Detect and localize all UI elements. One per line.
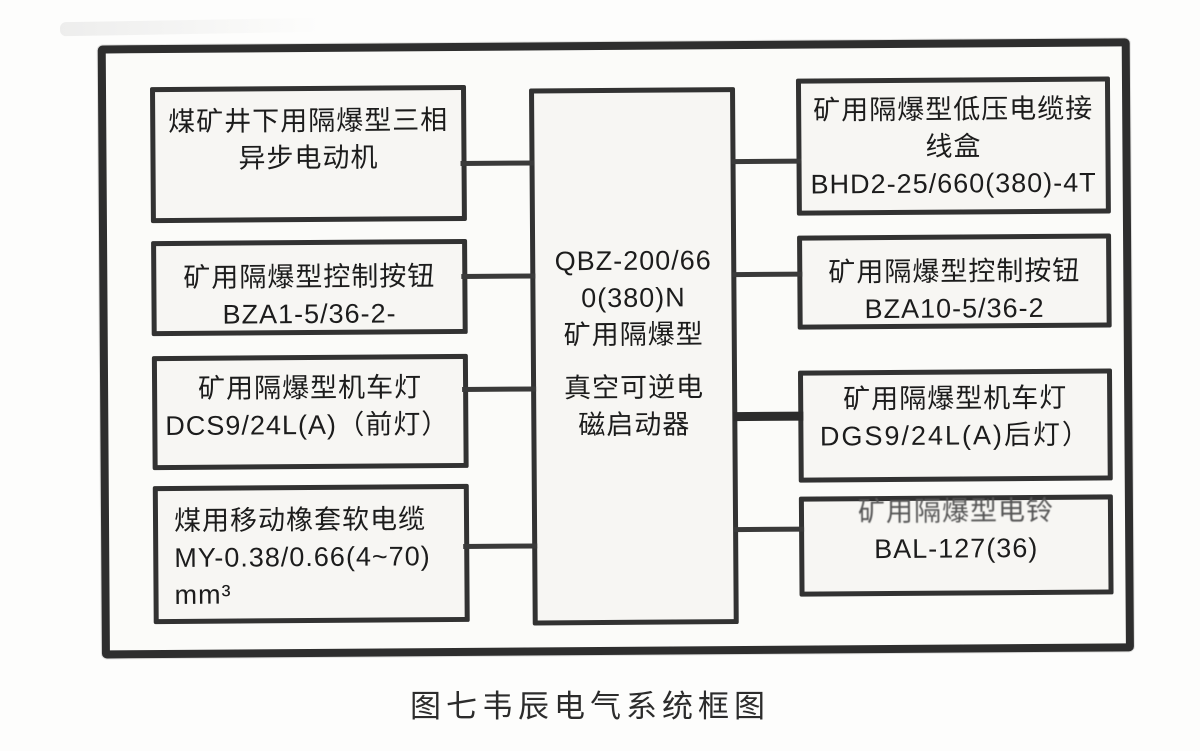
block-motor: 煤矿井下用隔爆型三相 异步电动机 [149, 84, 467, 224]
block-junction-box: 矿用隔爆型低压电缆接 线盒 BHD2-25/660(380)-4T [795, 76, 1111, 216]
block-starter-model2: 0(380)N [581, 282, 686, 314]
block-control-button-right-model: BZA10-5/36-2 [864, 292, 1045, 325]
block-motor-line2: 异步电动机 [238, 142, 379, 174]
block-control-button-right: 矿用隔爆型控制按钮 BZA10-5/36-2 [797, 233, 1112, 330]
block-starter-line5: 磁启动器 [578, 409, 691, 441]
connector-cable-to-starter [463, 543, 538, 549]
block-junction-box-line2: 线盒 [925, 131, 982, 162]
block-junction-box-line1: 矿用隔爆型低压电缆接 [813, 93, 1094, 126]
block-cable-line3: mm³ [174, 579, 232, 610]
block-headlight: 矿用隔爆型机车灯 DCS9/24L(A) （前灯） [151, 353, 469, 471]
connector-starter-to-bell [734, 526, 805, 533]
connector-buttonleft-to-starter [461, 273, 536, 279]
block-starter: QBZ-200/66 0(380)N 矿用隔爆型 真空可逆电 磁启动器 [529, 87, 739, 626]
connector-headlight-to-starter [462, 386, 537, 392]
block-control-button-right-line1: 矿用隔爆型控制按钮 [828, 255, 1081, 288]
connector-starter-to-junctionbox [731, 158, 802, 165]
block-starter-line4: 真空可逆电 [563, 372, 705, 404]
block-bell: 矿用隔爆型电铃 BAL-127(36) [798, 494, 1114, 597]
connector-starter-to-taillight [733, 411, 804, 422]
block-bell-model: BAL-127(36) [874, 532, 1039, 565]
block-control-button-left: 矿用隔爆型控制按钮 BZA1-5/36-2- [151, 238, 468, 337]
block-taillight-line1: 矿用隔爆型机车灯 [843, 382, 1068, 415]
block-headlight-line2: DCS9/24L(A) （前灯） [157, 406, 463, 445]
block-control-button-left-line1: 矿用隔爆型控制按钮 [183, 261, 436, 293]
block-cable-line1: 煤用移动橡套软电缆 [173, 504, 427, 536]
figure-caption: 图七韦辰电气系统框图 [410, 689, 770, 725]
block-headlight-line1: 矿用隔爆型机车灯 [197, 372, 423, 404]
block-starter-line3: 矿用隔爆型 [563, 319, 704, 351]
block-motor-line1: 煤矿井下用隔爆型三相 [168, 105, 449, 138]
block-starter-model1: QBZ-200/66 [554, 245, 712, 277]
block-headlight-model: DCS9/24L(A) [165, 409, 338, 442]
block-taillight: 矿用隔爆型机车灯 DGS9/24L(A)后灯） [797, 368, 1113, 483]
connector-motor-to-starter [460, 160, 535, 166]
block-taillight-model: DGS9/24L(A)后灯） [819, 419, 1092, 452]
block-cable-line2: MY-0.38/0.66(4~70) [174, 541, 431, 573]
block-headlight-note: （前灯） [337, 409, 450, 440]
block-bell-line1: 矿用隔爆型电铃 [857, 495, 1055, 528]
connector-starter-to-buttonright [732, 271, 803, 278]
block-cable: 煤用移动橡套软电缆 MY-0.38/0.66(4~70) mm³ [152, 483, 470, 625]
block-junction-box-model: BHD2-25/660(380)-4T [810, 167, 1097, 200]
block-control-button-left-model: BZA1-5/36-2- [222, 298, 397, 330]
